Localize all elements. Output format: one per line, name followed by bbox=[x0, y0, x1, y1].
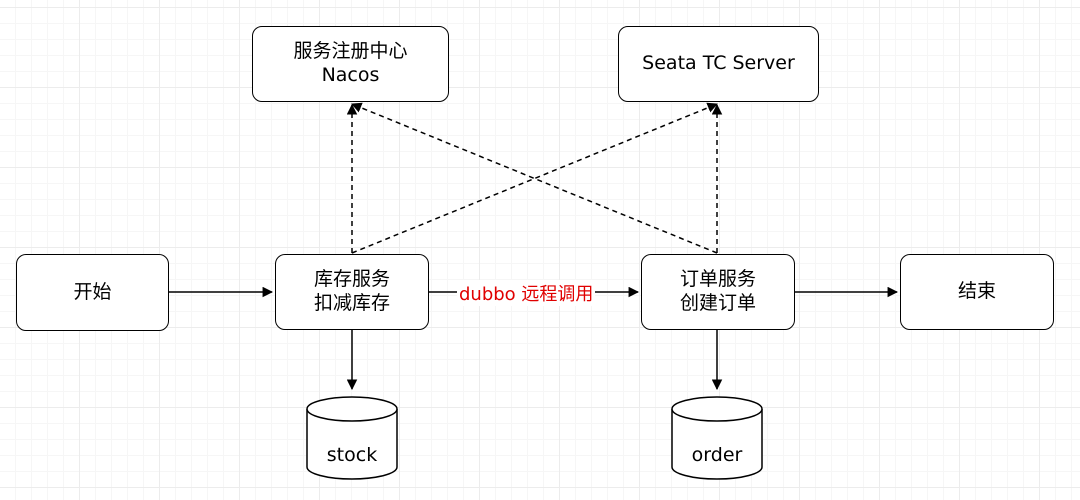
nacos-registry-node: 服务注册中心 Nacos bbox=[252, 26, 449, 102]
order-database-label: order bbox=[691, 444, 743, 466]
order-database-icon bbox=[671, 396, 763, 480]
start-node-label: 开始 bbox=[73, 280, 112, 303]
end-node: 结束 bbox=[900, 254, 1054, 330]
seata-tc-server-node: Seata TC Server bbox=[618, 26, 819, 102]
order-service-node: 订单服务 创建订单 bbox=[641, 254, 795, 330]
edge-stock-to-seata bbox=[351, 102, 718, 254]
stock-database-label: stock bbox=[326, 444, 378, 466]
stock-database-icon bbox=[306, 396, 398, 480]
stock-service-line2: 扣减库存 bbox=[313, 292, 390, 314]
start-node: 开始 bbox=[16, 254, 169, 331]
end-node-label: 结束 bbox=[957, 280, 996, 303]
seata-node-label: Seata TC Server bbox=[642, 52, 795, 75]
stock-service-line1: 库存服务 bbox=[313, 268, 390, 291]
order-service-line1: 订单服务 bbox=[679, 268, 756, 291]
order-service-line2: 创建订单 bbox=[679, 292, 756, 314]
stock-service-node: 库存服务 扣减库存 bbox=[275, 254, 429, 330]
nacos-node-line1: 服务注册中心 bbox=[293, 40, 408, 63]
rpc-edge-label: dubbo 远程调用 bbox=[457, 280, 596, 306]
edge-order-to-nacos bbox=[351, 102, 718, 254]
nacos-node-line2: Nacos bbox=[321, 64, 380, 86]
